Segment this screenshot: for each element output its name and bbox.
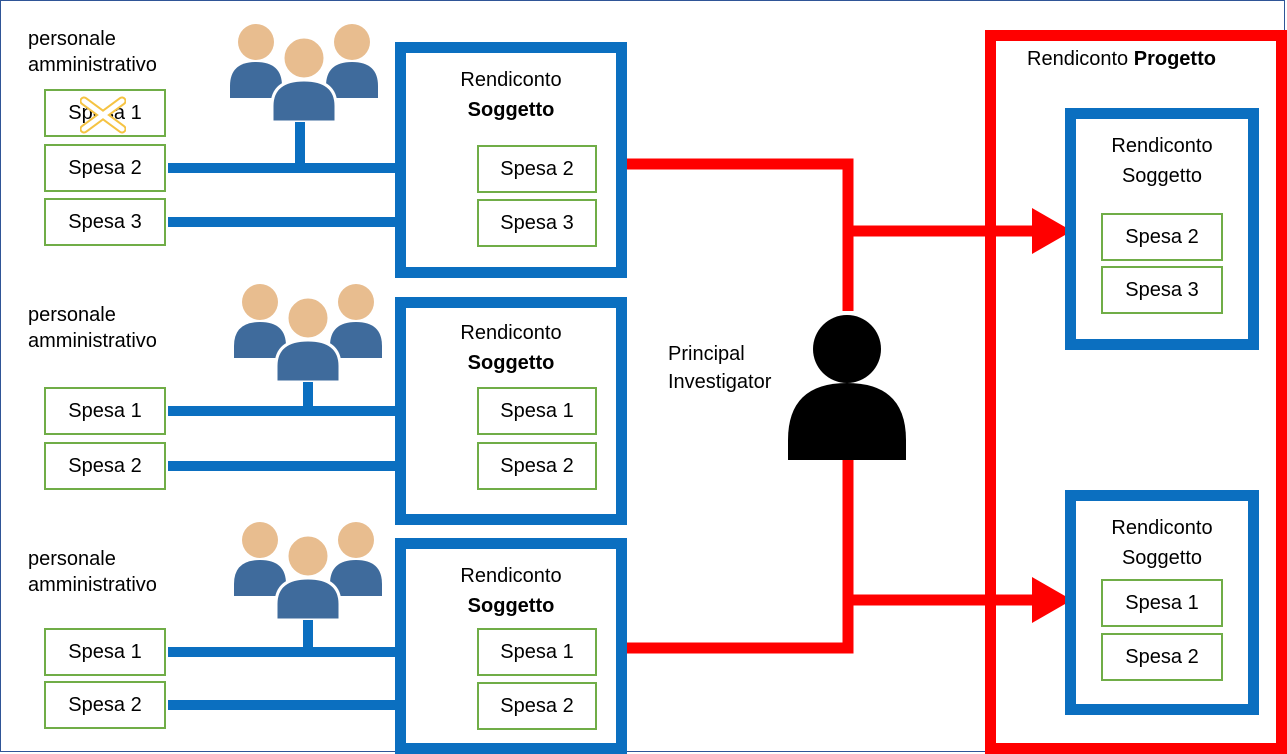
report-title-line-2: Soggetto <box>1121 165 1203 187</box>
report-item: Spesa 2 <box>1101 633 1223 681</box>
people-icon <box>234 284 382 382</box>
staff-group-icon <box>234 522 382 620</box>
staff-label-2: personale amministrativo <box>28 302 157 354</box>
staff-label-3: personale amministrativo <box>28 546 157 598</box>
staff-group-icon <box>234 284 382 382</box>
report-title-line-2: Soggetto <box>467 352 555 374</box>
report-item: Spesa 3 <box>477 199 597 247</box>
principal-investigator-icon <box>788 315 906 460</box>
spesa-item-rejected: Spesa 1 <box>44 89 166 137</box>
people-icon <box>234 522 382 620</box>
report-item: Spesa 2 <box>477 145 597 193</box>
report-item: Spesa 3 <box>1101 266 1223 314</box>
red-line-top <box>620 158 854 311</box>
report-title: Rendiconto Soggetto <box>1076 513 1248 573</box>
report-title-line-1: Rendiconto <box>1111 135 1213 157</box>
staff-label-line-2: amministrativo <box>28 330 157 352</box>
rendiconto-soggetto-3: Rendiconto Soggetto Spesa 1 Spesa 2 <box>395 538 627 754</box>
staff-label-1: personale amministrativo <box>28 26 157 78</box>
report-title-line-2: Soggetto <box>1121 547 1203 569</box>
report-item-label: Spesa 2 <box>500 694 574 717</box>
staff-label-line-1: personale <box>28 548 116 570</box>
staff-group-icon <box>230 24 378 122</box>
spesa-label: Spesa 3 <box>68 210 142 233</box>
pi-label-line-2: Investigator <box>668 371 772 393</box>
staff-label-line-1: personale <box>28 28 116 50</box>
spesa-label: Spesa 2 <box>68 693 142 716</box>
spesa-item: Spesa 1 <box>44 628 166 676</box>
spesa-label: Spesa 2 <box>68 454 142 477</box>
rendiconto-progetto <box>985 30 1287 754</box>
staff-label-line-2: amministrativo <box>28 574 157 596</box>
report-title: Rendiconto Soggetto <box>406 561 616 621</box>
rendiconto-soggetto-2: Rendiconto Soggetto Spesa 1 Spesa 2 <box>395 297 627 525</box>
report-title-line-1: Rendiconto <box>460 322 562 344</box>
project-title: Rendiconto Progetto <box>1027 46 1216 72</box>
report-title-line-1: Rendiconto <box>460 565 562 587</box>
report-item: Spesa 1 <box>477 628 597 676</box>
report-item-label: Spesa 2 <box>1125 225 1199 248</box>
report-title-line-1: Rendiconto <box>1111 517 1213 539</box>
red-arrowhead-1 <box>1032 208 1072 254</box>
rendiconto-soggetto-1: Rendiconto Soggetto Spesa 2 Spesa 3 <box>395 42 627 278</box>
red-line-bottom <box>620 460 854 654</box>
report-item: Spesa 1 <box>477 387 597 435</box>
report-item: Spesa 2 <box>477 682 597 730</box>
report-title-line-1: Rendiconto <box>460 69 562 91</box>
report-item: Spesa 2 <box>1101 213 1223 261</box>
report-item-label: Spesa 3 <box>1125 278 1199 301</box>
project-title-part-2: Progetto <box>1133 48 1216 70</box>
project-title-part-1: Rendiconto <box>1027 48 1129 70</box>
spesa-item: Spesa 2 <box>44 442 166 490</box>
report-item-label: Spesa 2 <box>500 454 574 477</box>
spesa-item: Spesa 2 <box>44 144 166 192</box>
report-item-label: Spesa 2 <box>500 157 574 180</box>
report-item-label: Spesa 2 <box>1125 645 1199 668</box>
pi-label-line-1: Principal <box>668 343 745 365</box>
report-item-label: Spesa 1 <box>1125 591 1199 614</box>
report-item: Spesa 1 <box>1101 579 1223 627</box>
report-title: Rendiconto Soggetto <box>1076 131 1248 191</box>
rejected-x-icon <box>80 96 126 134</box>
red-arrowhead-2 <box>1032 577 1072 623</box>
spesa-label: Spesa 1 <box>68 399 142 422</box>
report-title-line-2: Soggetto <box>467 99 555 121</box>
spesa-label: Spesa 1 <box>68 640 142 663</box>
report-item-label: Spesa 1 <box>500 399 574 422</box>
report-item: Spesa 2 <box>477 442 597 490</box>
report-item-label: Spesa 3 <box>500 211 574 234</box>
spesa-item: Spesa 1 <box>44 387 166 435</box>
staff-label-line-2: amministrativo <box>28 54 157 76</box>
report-title-line-2: Soggetto <box>467 595 555 617</box>
people-icon <box>230 24 378 122</box>
staff-label-line-1: personale <box>28 304 116 326</box>
project-report-2: Rendiconto Soggetto Spesa 1 Spesa 2 <box>1065 490 1259 715</box>
report-title: Rendiconto Soggetto <box>406 318 616 378</box>
principal-investigator-label: Principal Investigator <box>668 340 771 396</box>
spesa-label: Spesa 2 <box>68 156 142 179</box>
project-report-1: Rendiconto Soggetto Spesa 2 Spesa 3 <box>1065 108 1259 350</box>
spesa-item: Spesa 2 <box>44 681 166 729</box>
spesa-item: Spesa 3 <box>44 198 166 246</box>
report-title: Rendiconto Soggetto <box>406 65 616 125</box>
report-item-label: Spesa 1 <box>500 640 574 663</box>
